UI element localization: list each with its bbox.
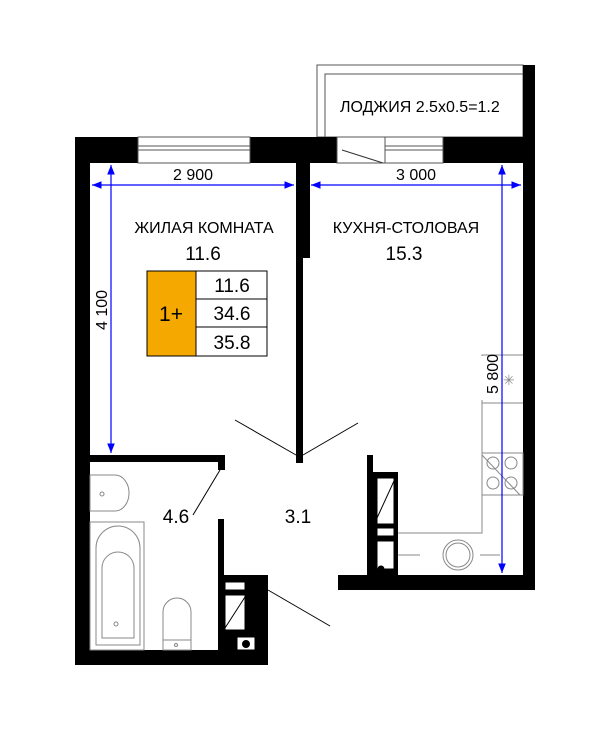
dimension-kitchen-length: 5 800 xyxy=(485,354,502,394)
living-room-area: 11.6 xyxy=(185,244,221,265)
kitchen-fixtures: ✳ xyxy=(398,354,524,571)
kitchen-area: 15.3 xyxy=(386,244,423,265)
dimension-living-width: 2 900 xyxy=(173,167,213,184)
loggia: ЛОДЖИЯ 2.5x0.5=1.2 xyxy=(316,64,535,157)
hall-area: 3.1 xyxy=(285,507,311,528)
apartment-summary: 1+ 11.6 34.6 35.8 xyxy=(146,270,268,357)
dimension-kitchen-width: 3 000 xyxy=(396,167,436,184)
bathroom-fixtures xyxy=(89,474,192,651)
apartment-type: 1+ xyxy=(159,303,183,326)
kitchen-name: КУХНЯ-СТОЛОВАЯ xyxy=(333,220,479,237)
loggia-label: ЛОДЖИЯ 2.5x0.5=1.2 xyxy=(340,99,500,116)
window-living xyxy=(137,136,251,164)
total-with-loggia-value: 35.8 xyxy=(214,333,251,354)
living-area-value: 11.6 xyxy=(214,276,250,297)
total-area-value: 34.6 xyxy=(214,304,251,325)
window-kitchen xyxy=(336,136,444,164)
living-room-name: ЖИЛАЯ КОМНАТА xyxy=(134,220,274,237)
door-swings xyxy=(192,419,359,627)
dimension-lines xyxy=(92,165,521,573)
bathroom-area: 4.6 xyxy=(163,507,189,528)
dimension-living-length: 4 100 xyxy=(94,290,111,330)
ventilation-shafts xyxy=(224,477,395,651)
svg-text:✳: ✳ xyxy=(503,372,515,388)
